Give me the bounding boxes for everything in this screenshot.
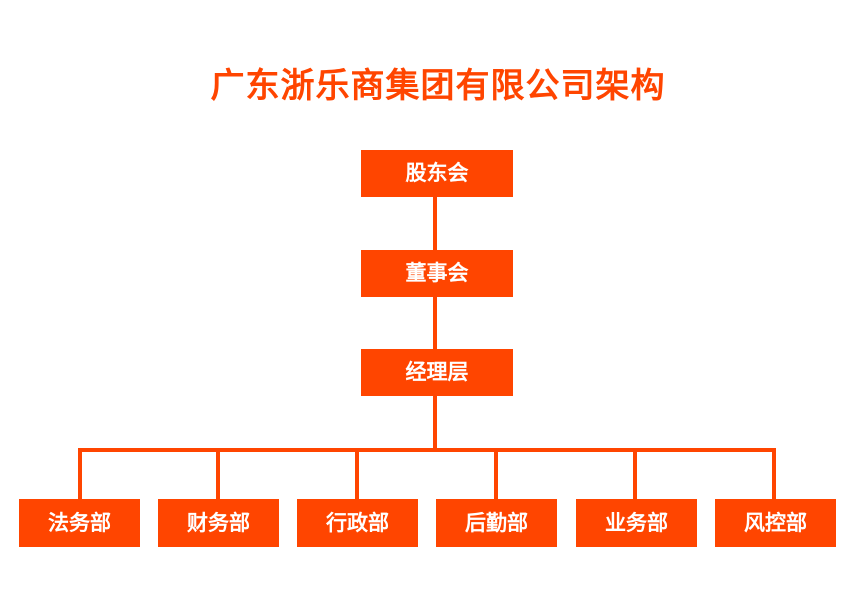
node-label: 后勤部 [465,510,528,535]
node-label: 风控部 [744,510,807,535]
connector-dept-finance [216,448,220,499]
node-dept-admin: 行政部 [297,499,418,547]
node-dept-legal: 法务部 [19,499,140,547]
node-label: 行政部 [326,510,389,535]
connector-dept-risk [772,448,776,499]
node-label: 财务部 [187,510,250,535]
connector-dept-logistics [494,448,498,499]
node-board-of-directors: 董事会 [361,250,513,297]
node-dept-business: 业务部 [576,499,697,547]
node-dept-finance: 财务部 [158,499,279,547]
chart-title: 广东浙乐商集团有限公司架构 [210,66,666,106]
connector-dept-legal [78,448,82,499]
connector-dept-business [633,448,637,499]
node-label: 董事会 [405,261,469,285]
node-dept-risk: 风控部 [715,499,836,547]
node-label: 业务部 [605,510,668,535]
connector-board-management [433,297,437,350]
node-management: 经理层 [361,349,513,396]
node-dept-logistics: 后勤部 [436,499,557,547]
connector-management-bus [433,396,437,450]
node-label: 经理层 [405,360,469,384]
connector-dept-admin [355,448,359,499]
connector-horizontal-bus [78,448,776,452]
node-shareholders-meeting: 股东会 [361,150,513,197]
node-label: 股东会 [405,161,469,185]
node-label: 法务部 [48,510,111,535]
connector-shareholders-board [433,197,437,250]
